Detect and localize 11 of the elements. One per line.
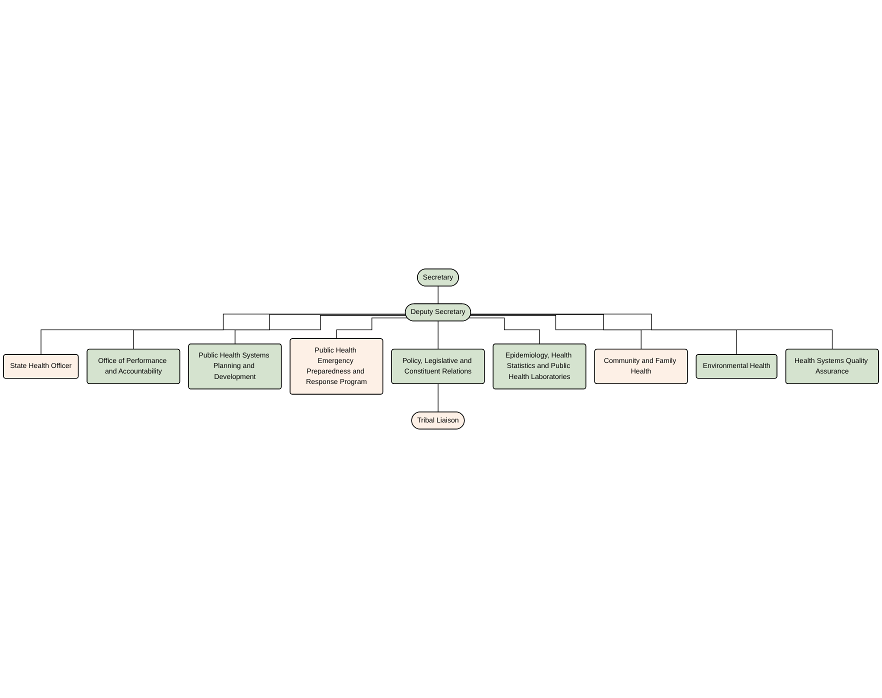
connector [133,314,406,350]
connector [438,384,439,412]
connector [468,318,540,344]
connector [470,315,642,350]
connector [470,314,738,356]
connector [470,314,833,350]
connector [336,318,408,340]
connector [438,286,439,304]
connector [438,320,439,350]
connector [40,314,406,356]
connector [234,315,406,344]
